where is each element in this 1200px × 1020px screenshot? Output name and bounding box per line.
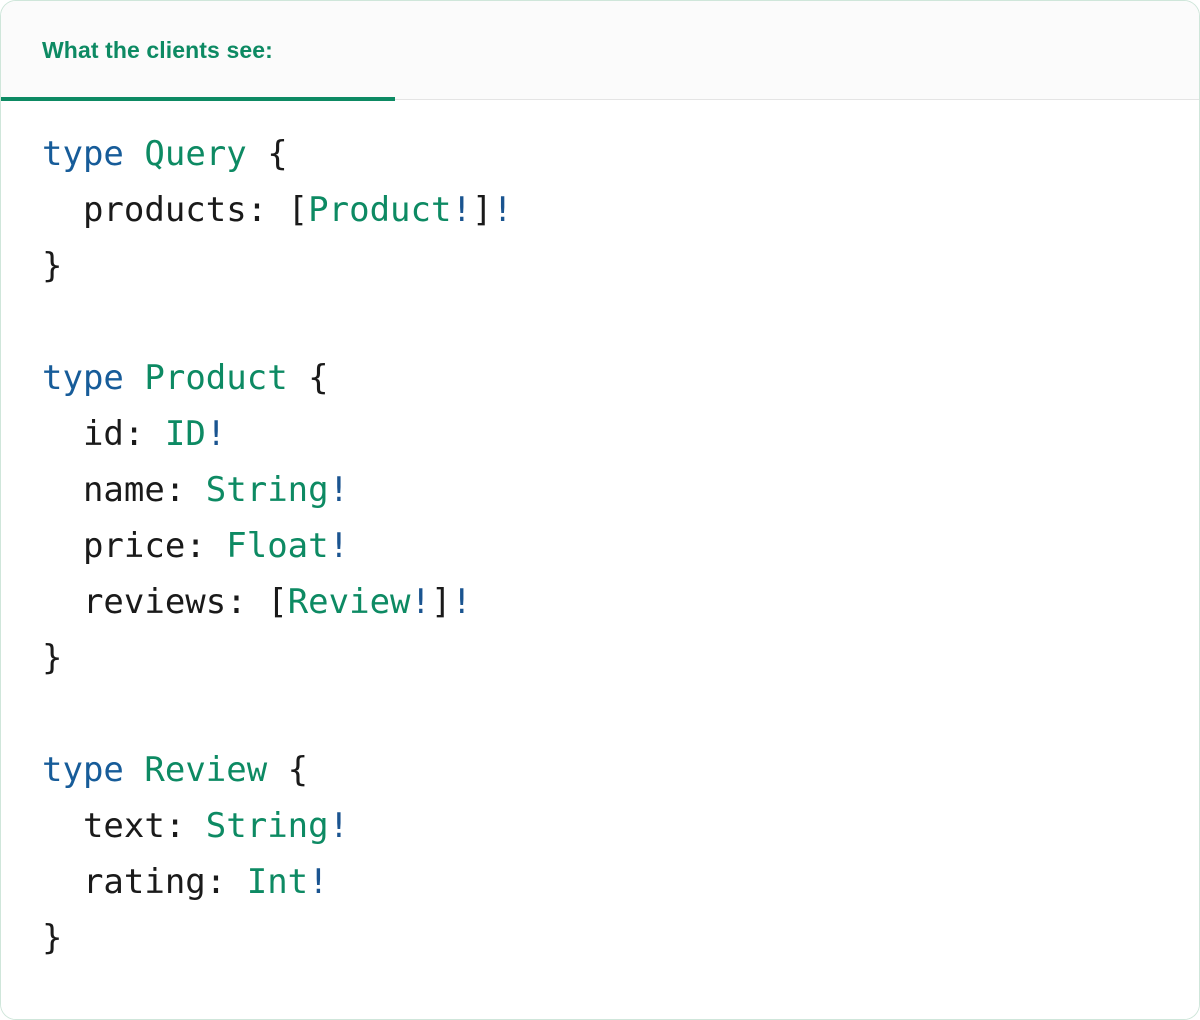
code-line: }	[42, 238, 1158, 294]
code-token-bang: !	[308, 862, 329, 902]
code-line: name: String!	[42, 462, 1158, 518]
code-token-keyword: type	[42, 358, 124, 398]
code-token-type: Review	[287, 582, 411, 622]
code-token-keyword: type	[42, 134, 124, 174]
code-token-plain	[42, 582, 83, 622]
code-token-type: Review	[144, 750, 268, 790]
code-line: type Query {	[42, 126, 1158, 182]
tab-bar: What the clients see:	[1, 1, 1199, 101]
code-line: type Product {	[42, 350, 1158, 406]
code-token-punct: :	[246, 190, 288, 230]
code-token-type: Product	[308, 190, 452, 230]
code-token-punct: }	[42, 918, 63, 958]
code-root: type Query { products: [Product!]!} type…	[42, 126, 1158, 966]
code-token-type: String	[205, 806, 329, 846]
code-token-punct: :	[205, 862, 247, 902]
code-line: text: String!	[42, 798, 1158, 854]
code-token-plain	[42, 414, 83, 454]
code-token-punct: }	[42, 638, 63, 678]
code-token-punct: ]	[431, 582, 452, 622]
code-token-plain	[124, 750, 144, 790]
code-line: reviews: [Review!]!	[42, 574, 1158, 630]
code-token-field: id	[82, 414, 124, 454]
tab-active-underline	[1, 96, 395, 101]
code-token-plain	[42, 862, 83, 902]
code-line	[42, 686, 1158, 742]
code-token-plain	[124, 358, 144, 398]
code-token-type: Int	[246, 862, 309, 902]
code-line: price: Float!	[42, 518, 1158, 574]
code-viewer: type Query { products: [Product!]!} type…	[1, 100, 1199, 1019]
code-token-punct: }	[42, 246, 63, 286]
code-token-bang: !	[205, 414, 227, 454]
code-token-punct: {	[267, 750, 309, 790]
code-token-plain	[124, 134, 144, 174]
code-token-keyword: type	[42, 750, 124, 790]
code-token-punct: ]	[471, 190, 493, 230]
code-line: }	[42, 910, 1158, 966]
code-token-bang: !	[328, 526, 350, 566]
code-token-punct: :	[185, 526, 227, 566]
code-token-bang: !	[451, 190, 472, 230]
code-token-type: ID	[164, 414, 206, 454]
code-token-punct: [	[287, 190, 309, 230]
code-token-field: rating	[82, 862, 206, 902]
code-token-type: Product	[144, 358, 288, 398]
code-token-punct: :	[164, 806, 206, 846]
code-token-bang: !	[328, 806, 350, 846]
code-line: type Review {	[42, 742, 1158, 798]
tab-label: What the clients see:	[42, 36, 273, 63]
code-token-bang: !	[451, 582, 472, 622]
code-token-plain	[42, 526, 83, 566]
code-token-plain	[42, 806, 83, 846]
code-token-punct: :	[164, 470, 206, 510]
code-token-plain	[42, 190, 83, 230]
code-token-field: name	[82, 470, 165, 510]
code-token-punct: [	[267, 582, 288, 622]
graphql-schema-code: type Query { products: [Product!]!} type…	[42, 126, 1158, 966]
code-token-field: products	[82, 190, 247, 230]
code-line: }	[42, 630, 1158, 686]
code-line	[42, 294, 1158, 350]
code-token-type: Query	[144, 134, 247, 174]
code-token-type: String	[205, 470, 329, 510]
code-line: id: ID!	[42, 406, 1158, 462]
code-line: rating: Int!	[42, 854, 1158, 910]
code-token-field: text	[82, 806, 165, 846]
code-token-bang: !	[410, 582, 431, 622]
code-line: products: [Product!]!	[42, 182, 1158, 238]
tab-what-the-clients-see[interactable]: What the clients see:	[1, 1, 395, 101]
code-token-field: price	[82, 526, 186, 566]
code-token-type: Float	[226, 526, 329, 566]
code-token-punct: :	[123, 414, 165, 454]
code-token-bang: !	[328, 470, 350, 510]
code-token-plain	[42, 470, 83, 510]
code-token-punct: {	[246, 134, 288, 174]
code-token-punct: {	[287, 358, 329, 398]
code-token-punct: :	[226, 582, 268, 622]
code-token-field: reviews	[82, 582, 227, 622]
code-token-bang: !	[492, 190, 513, 230]
